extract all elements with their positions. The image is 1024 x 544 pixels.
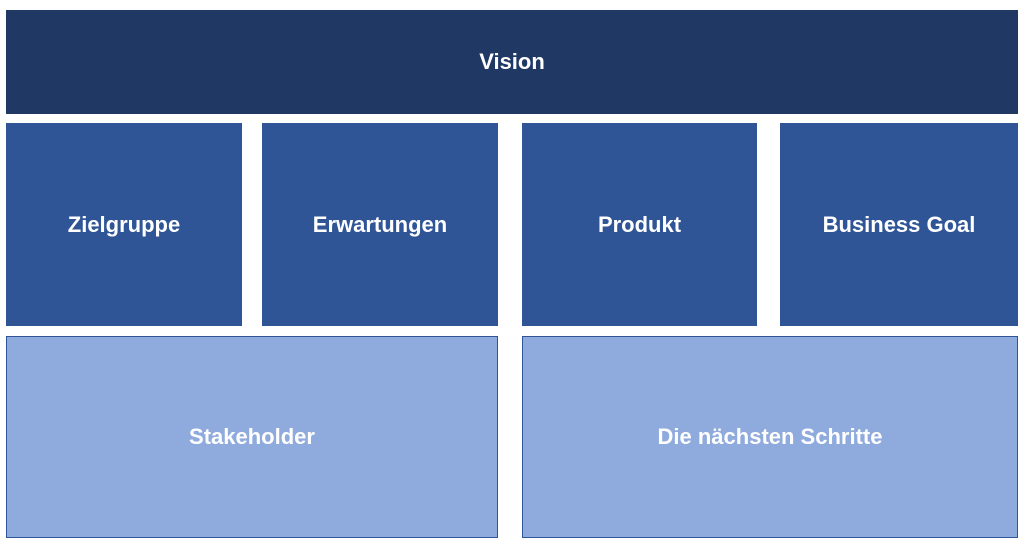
business-goal-label: Business Goal	[822, 211, 976, 237]
next-steps-box: Die nächsten Schritte	[522, 336, 1018, 538]
next-steps-label: Die nächsten Schritte	[657, 424, 883, 449]
business-goal-box: Business Goal	[780, 123, 1018, 326]
stakeholder-label: Stakeholder	[189, 424, 315, 449]
produkt-box: Produkt	[522, 123, 757, 326]
erwartungen-box: Erwartungen	[262, 123, 498, 326]
produkt-label: Produkt	[597, 211, 682, 237]
zielgruppe-box: Zielgruppe	[6, 123, 242, 326]
zielgruppe-label: Zielgruppe	[67, 211, 181, 237]
vision-box: Vision	[6, 10, 1018, 114]
erwartungen-label: Erwartungen	[312, 211, 448, 237]
vision-label: Vision	[479, 49, 545, 74]
stakeholder-box: Stakeholder	[6, 336, 498, 538]
